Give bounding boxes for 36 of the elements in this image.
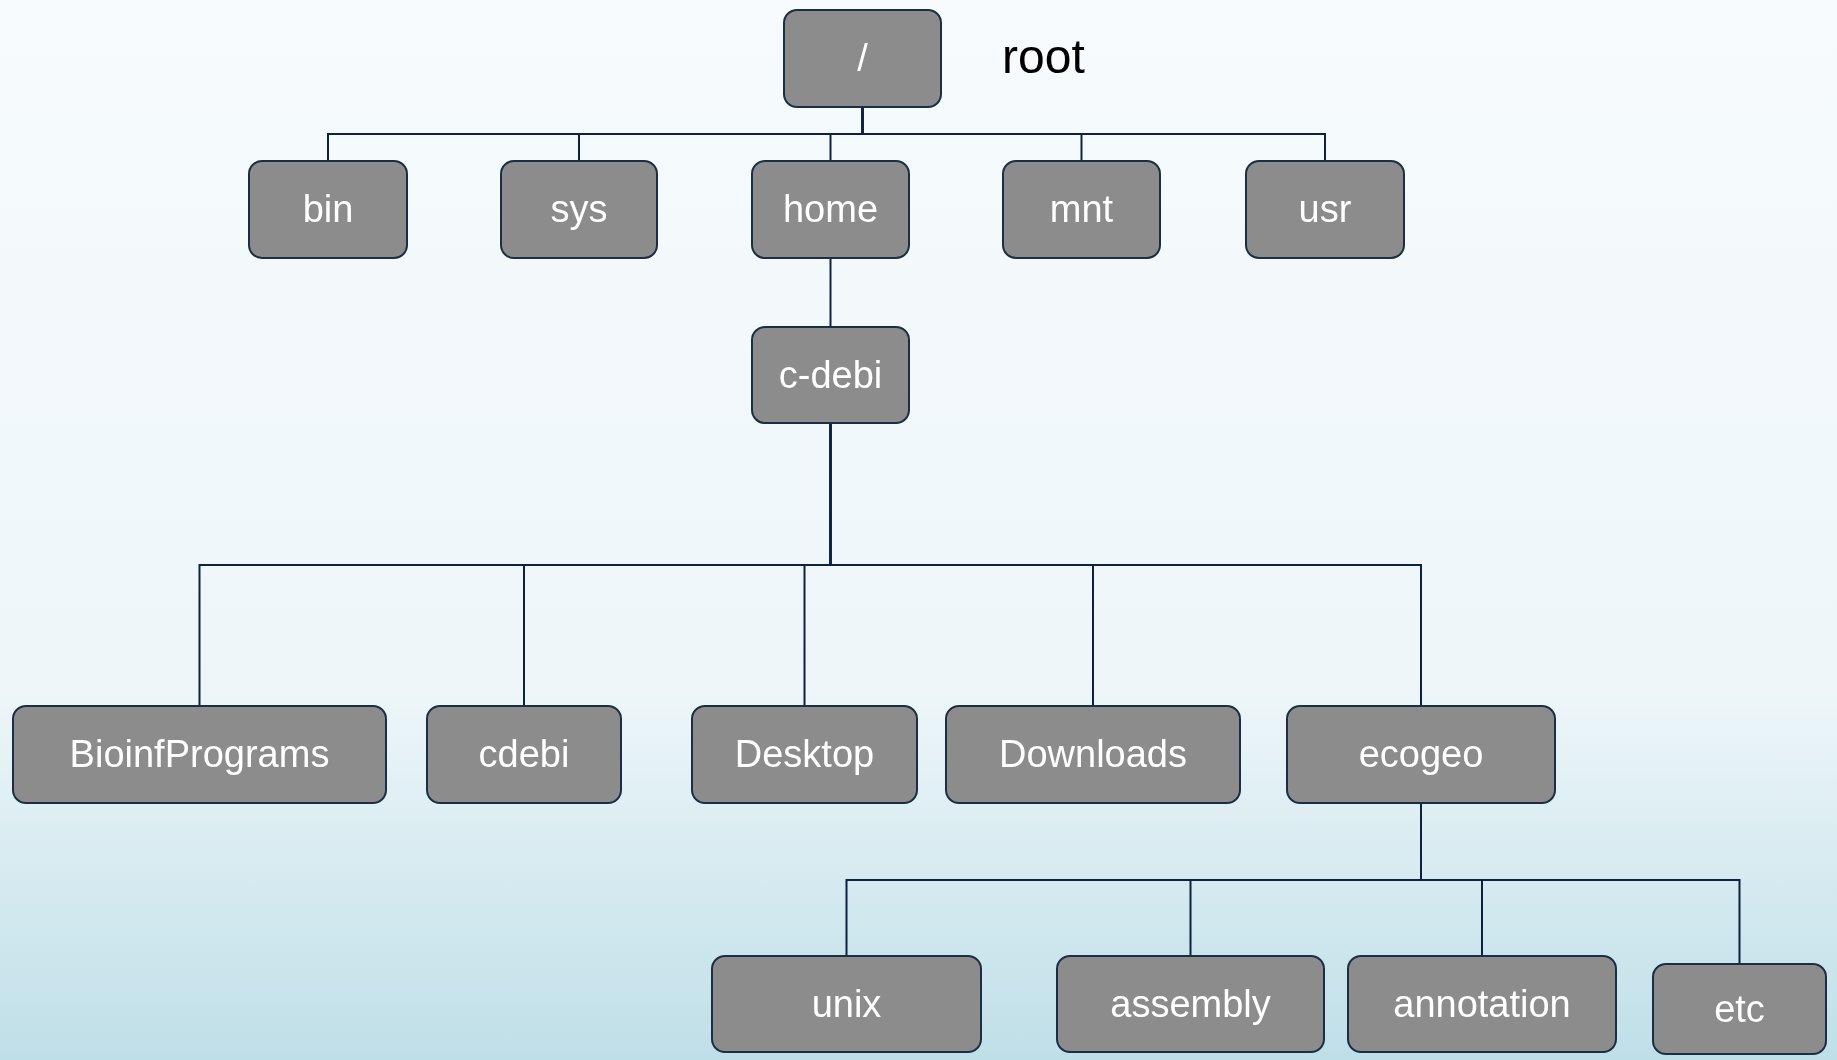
folder-box	[248, 160, 408, 259]
folder-box	[945, 705, 1241, 804]
folder-box	[1002, 160, 1161, 259]
folder-name: ecogeo	[1358, 733, 1484, 776]
connector-line	[861, 107, 1326, 161]
folder-box	[1347, 955, 1617, 1053]
folder-name: Desktop	[734, 733, 875, 776]
node-caption: root	[1002, 29, 1085, 84]
connector-line	[829, 258, 832, 327]
folder-name: etc	[1714, 987, 1765, 1031]
folder-name: usr	[1298, 188, 1352, 231]
folder-name: BioinfPrograms	[69, 733, 330, 776]
folder-name: Downloads	[999, 733, 1187, 776]
folder-box	[1286, 705, 1556, 804]
folder-box	[751, 326, 910, 424]
folder-name: c-debi	[778, 353, 883, 397]
folder-box	[1652, 963, 1827, 1055]
folder-box	[783, 9, 942, 108]
folder-name: annotation	[1393, 982, 1571, 1026]
folder-box	[426, 705, 622, 804]
folder-box	[1245, 160, 1405, 259]
folder-name: bin	[302, 188, 354, 231]
folder-name: assembly	[1110, 982, 1271, 1026]
folder-name: cdebi	[478, 733, 570, 776]
folder-box	[12, 705, 387, 804]
folder-name: sys	[550, 188, 608, 231]
folder-name: /	[857, 37, 868, 80]
folder-name: home	[782, 188, 879, 231]
folder-name: mnt	[1049, 188, 1114, 231]
folder-name: unix	[811, 982, 882, 1026]
connector-line	[829, 423, 1422, 706]
folder-box	[691, 705, 918, 804]
folder-box	[751, 160, 910, 259]
folder-box	[500, 160, 658, 259]
folder-box	[1056, 955, 1325, 1053]
folder-box	[711, 955, 982, 1053]
